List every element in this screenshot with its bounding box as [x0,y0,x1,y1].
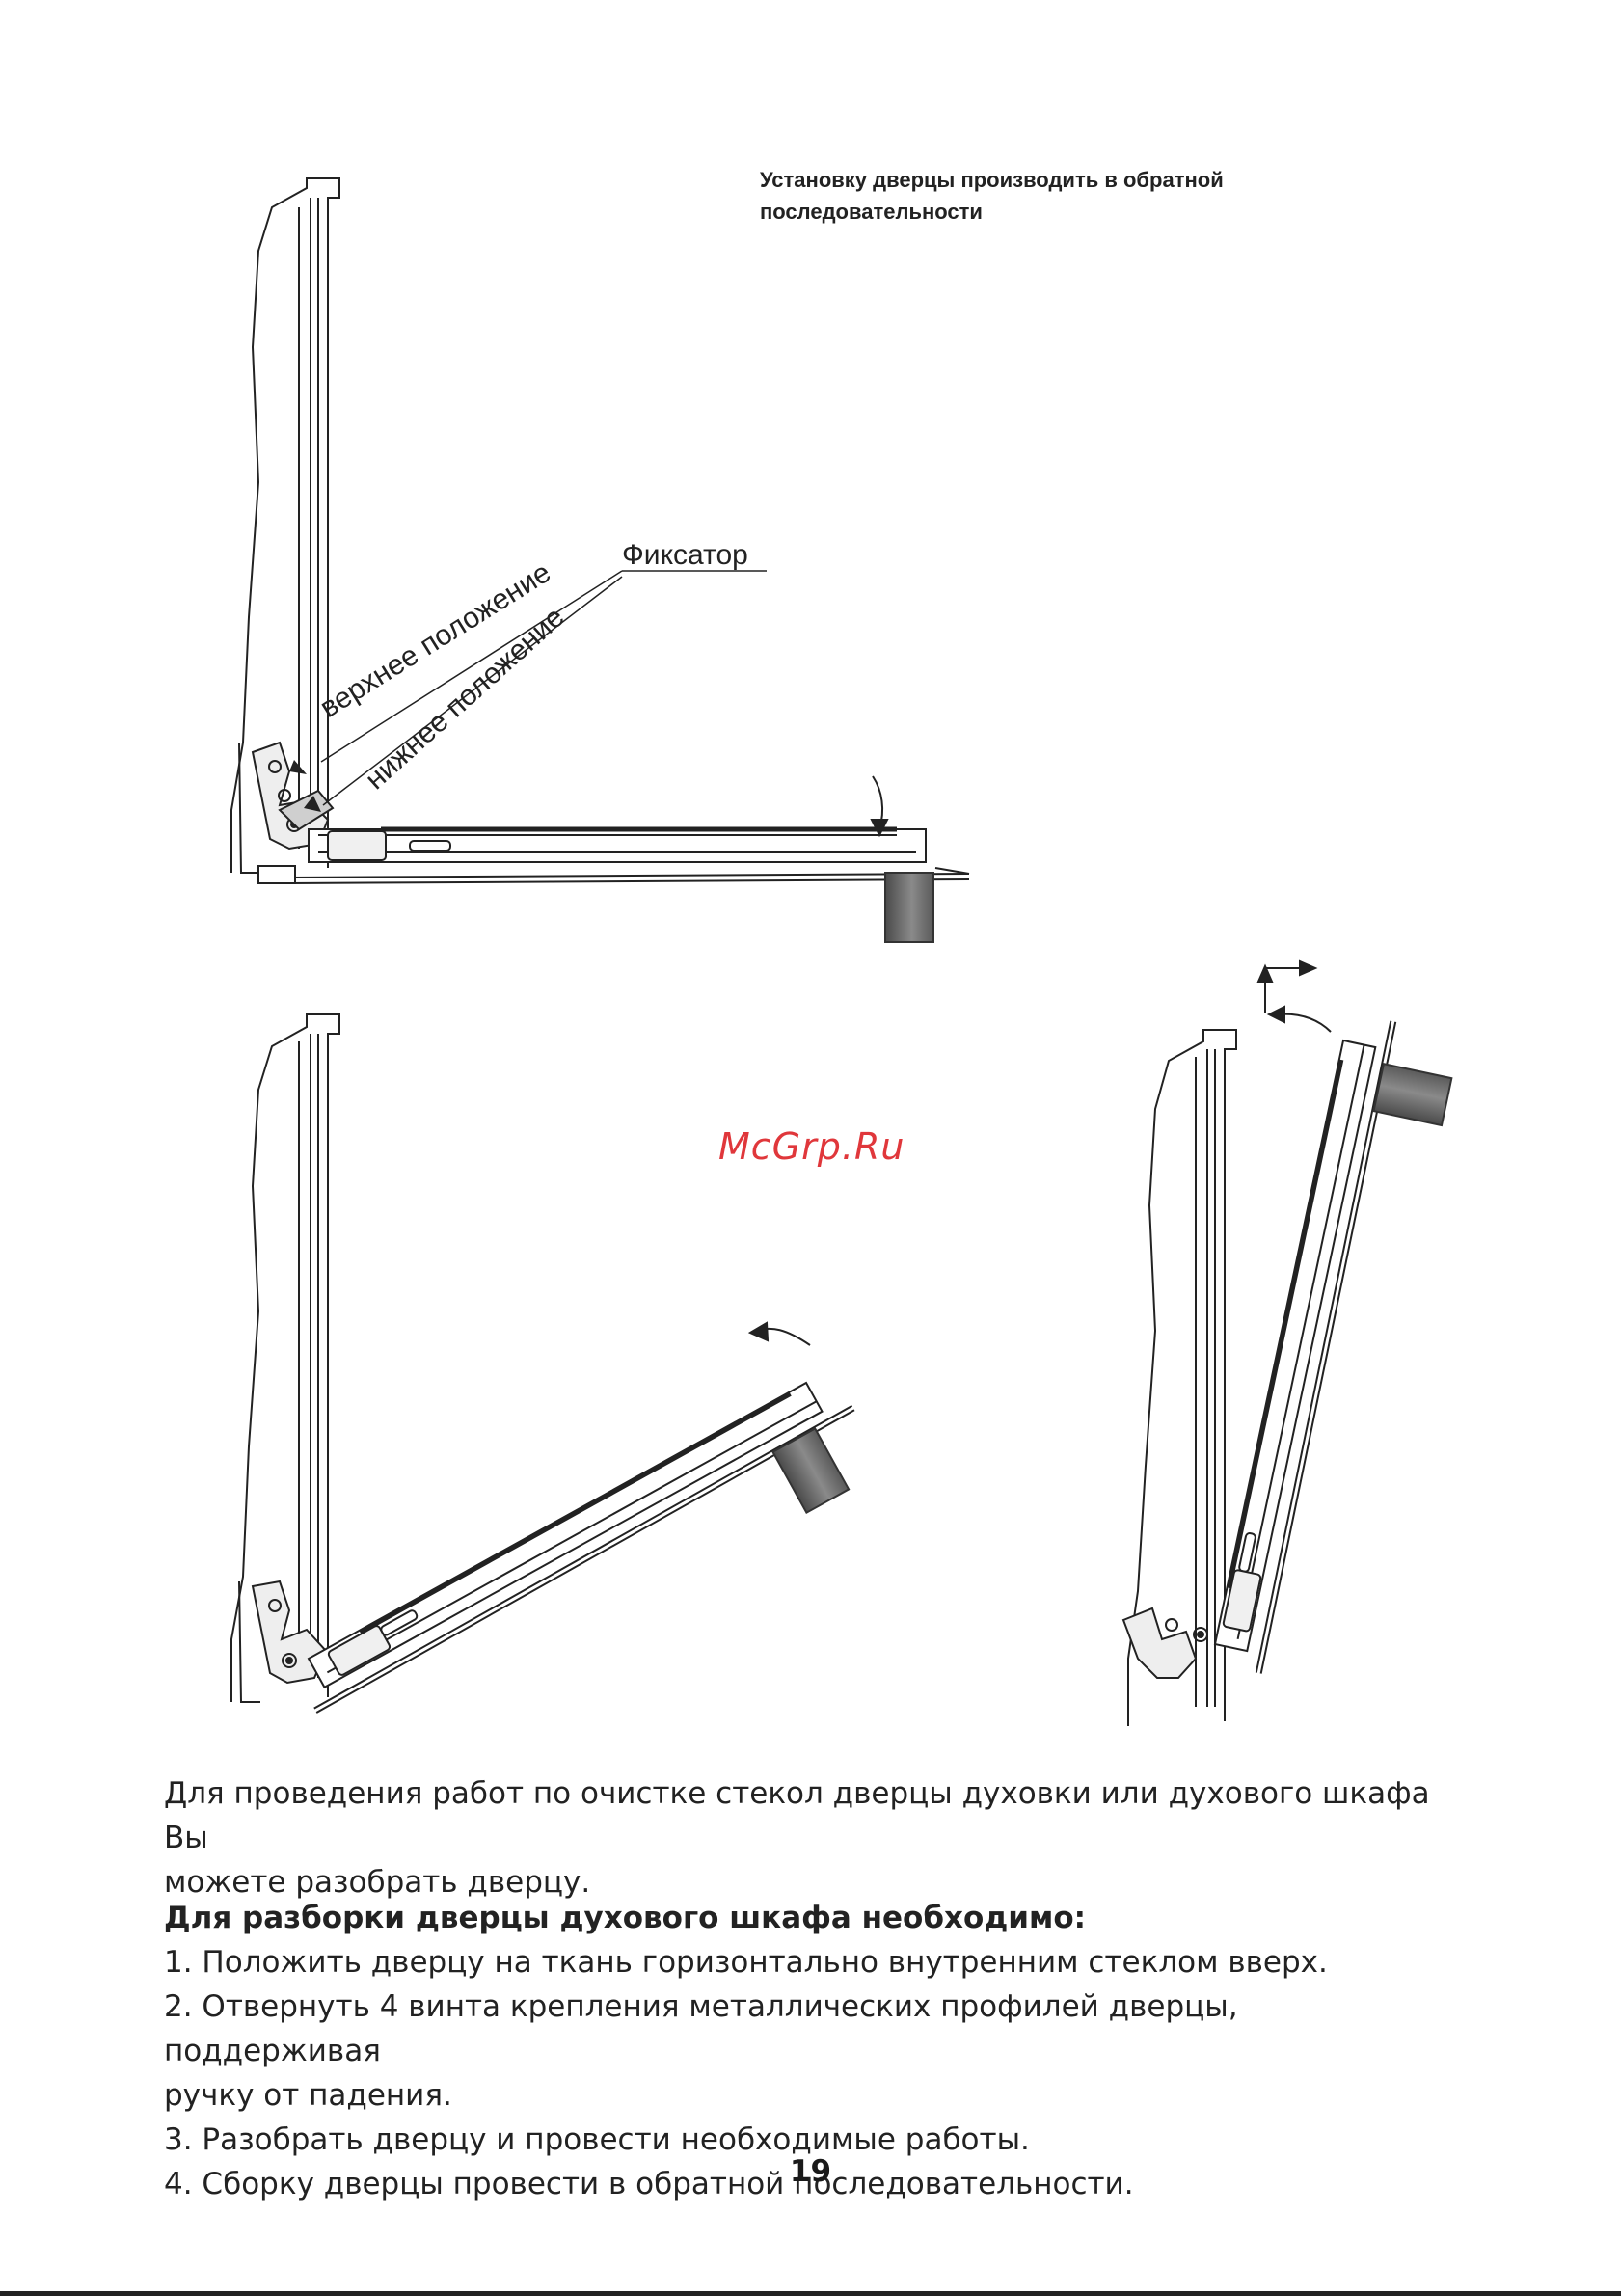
list-item: ручку от падения. [164,2078,452,2113]
door-removal-diagram: Фиксатор верхнее положение нижнее положе… [230,177,1453,1726]
section-heading: Для разборки дверцы духового шкафа необх… [164,1901,1087,1935]
installation-note: Установку дверцы производить в обратной … [760,164,1261,228]
figure-door-tilted [230,1013,855,1714]
list-item: 2. Отвернуть 4 винта крепления металличе… [164,1989,1238,2068]
intro-paragraph: Для проведения работ по очистке стекол д… [164,1771,1456,1904]
list-item: 3. Разобрать дверцу и провести необходим… [164,2122,1030,2157]
steps-list: 1. Положить дверцу на ткань горизонтальн… [164,1940,1456,2206]
figure-door-open-horizontal [230,177,970,943]
watermark: McGrp.Ru [718,1125,905,1168]
bottom-rule [0,2291,1621,2296]
intro-line-1: Для проведения работ по очистке стекол д… [164,1776,1430,1855]
page-number: 19 [789,2154,832,2189]
list-item: 4. Сборку дверцы провести в обратной пос… [164,2167,1134,2201]
note-line-1: Установку дверцы производить в обратной [760,168,1224,192]
figure-door-near-vertical [1121,959,1453,1726]
intro-line-2: можете разобрать дверцу. [164,1865,591,1900]
label-fixator: Фиксатор [622,539,748,571]
list-item: 1. Положить дверцу на ткань горизонтальн… [164,1945,1328,1980]
note-line-2: последовательности [760,200,983,224]
